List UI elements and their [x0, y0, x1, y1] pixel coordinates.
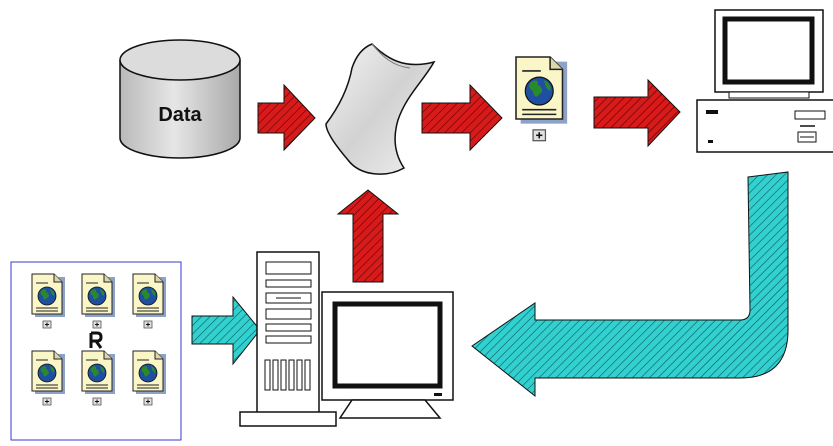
forward-arrow-template-to-page: [421, 83, 503, 152]
upward-arrow-server-to-template: [336, 189, 400, 283]
return-arrow-client-to-server: [471, 171, 789, 398]
curled-sheet-icon: [325, 43, 436, 175]
forward-arrow-page-to-client: [593, 78, 681, 148]
forward-arrow-database-to-template: [257, 83, 316, 152]
desktop-computer-icon: [696, 9, 833, 153]
database-cylinder-icon: Data: [119, 39, 241, 159]
database-label: Data: [158, 104, 202, 126]
web-page-globe-icon: [515, 56, 568, 142]
tower-server-icon: [239, 251, 337, 427]
mouse-cursor-icon: [89, 331, 103, 349]
web-page-collection: [10, 261, 182, 441]
monitor-icon: [321, 291, 454, 419]
arrow-collection-to-server: [191, 295, 261, 366]
